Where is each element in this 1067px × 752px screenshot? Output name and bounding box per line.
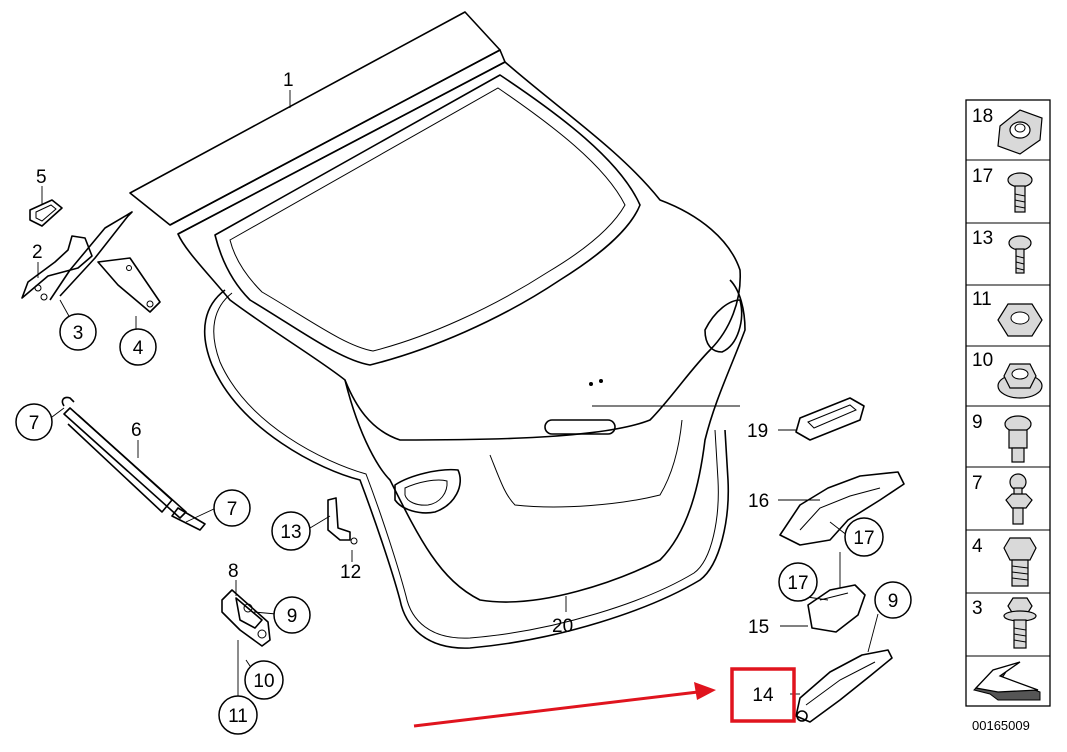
highlighted-callout-14: 14 <box>730 667 796 723</box>
ball-stud-icon <box>1005 473 1033 525</box>
callout-3: 3 <box>59 313 97 351</box>
svg-text:3: 3 <box>73 323 84 344</box>
callout-4: 4 <box>119 328 157 366</box>
sidebar-label-4: 4 <box>972 536 983 557</box>
svg-text:7: 7 <box>227 499 238 520</box>
callout-labels: 1 5 2 6 8 12 20 19 16 15 <box>32 70 769 638</box>
red-pointer-arrow <box>413 682 716 728</box>
callout-10: 10 <box>244 660 284 700</box>
callout-17a: 17 <box>844 517 884 557</box>
sidebar-label-10: 10 <box>972 350 993 371</box>
callout-1: 1 <box>283 70 294 91</box>
sidebar-label-9: 9 <box>972 412 983 433</box>
sidebar-label-13: 13 <box>972 228 993 249</box>
lock-latch <box>795 649 893 723</box>
sidebar-label-3: 3 <box>972 598 983 619</box>
hinge-assembly <box>21 211 161 313</box>
bolt-icon <box>1004 415 1032 463</box>
svg-text:4: 4 <box>133 338 144 359</box>
callout-9a: 9 <box>273 596 311 634</box>
sidebar-label-18: 18 <box>972 106 993 127</box>
svg-text:17: 17 <box>853 528 874 549</box>
callout-16: 16 <box>748 491 769 512</box>
sidebar-label-17: 17 <box>972 166 993 187</box>
callout-17b: 17 <box>778 562 818 602</box>
gas-strut <box>61 396 206 531</box>
diagram-reference-number: 00165009 <box>972 718 1030 733</box>
collar-nut-icon <box>997 363 1043 399</box>
svg-text:9: 9 <box>287 606 298 627</box>
bracket-part-12 <box>327 497 358 545</box>
callout-7a: 7 <box>15 403 53 441</box>
svg-text:9: 9 <box>888 591 899 612</box>
callout-2: 2 <box>32 242 43 263</box>
latch-bracket <box>779 471 905 546</box>
sidebar-label-7: 7 <box>972 473 983 494</box>
svg-text:13: 13 <box>280 522 301 543</box>
callout-9b: 9 <box>874 581 912 619</box>
sidebar-label-11: 11 <box>972 289 992 310</box>
svg-text:17: 17 <box>787 573 808 594</box>
grommet-part-5 <box>29 199 63 227</box>
callout-20: 20 <box>552 616 573 637</box>
callout-19: 19 <box>747 421 768 442</box>
callout-14: 14 <box>752 685 774 706</box>
screw-icon <box>1008 235 1032 274</box>
fastener-sidebar: 18 17 13 11 10 <box>965 99 1051 707</box>
leader-lines <box>37 90 879 696</box>
direction-arrow-icon <box>973 661 1041 701</box>
callout-11: 11 <box>218 695 258 735</box>
handle-strip <box>544 419 616 435</box>
callout-13: 13 <box>271 511 311 551</box>
svg-text:10: 10 <box>253 671 274 692</box>
svg-text:11: 11 <box>228 706 248 727</box>
callout-12: 12 <box>340 562 361 583</box>
callout-5: 5 <box>36 167 47 188</box>
callout-15: 15 <box>748 617 769 638</box>
circled-callouts: 3 4 7 7 13 9 10 11 <box>15 313 912 735</box>
tailgate-panel <box>129 11 746 603</box>
seal-gasket <box>203 289 730 649</box>
hex-nut-icon <box>997 303 1043 337</box>
striker-bracket <box>221 589 271 647</box>
tailgate-switch <box>795 397 865 441</box>
latch-motor <box>807 584 866 633</box>
callout-6: 6 <box>131 420 142 441</box>
svg-text:7: 7 <box>29 413 40 434</box>
callout-8: 8 <box>228 561 239 582</box>
hex-bolt-icon <box>1003 537 1037 587</box>
callout-7b: 7 <box>213 489 251 527</box>
flange-bolt-icon <box>1003 597 1037 649</box>
flange-nut-icon <box>997 109 1043 155</box>
screw-icon <box>1007 172 1033 213</box>
